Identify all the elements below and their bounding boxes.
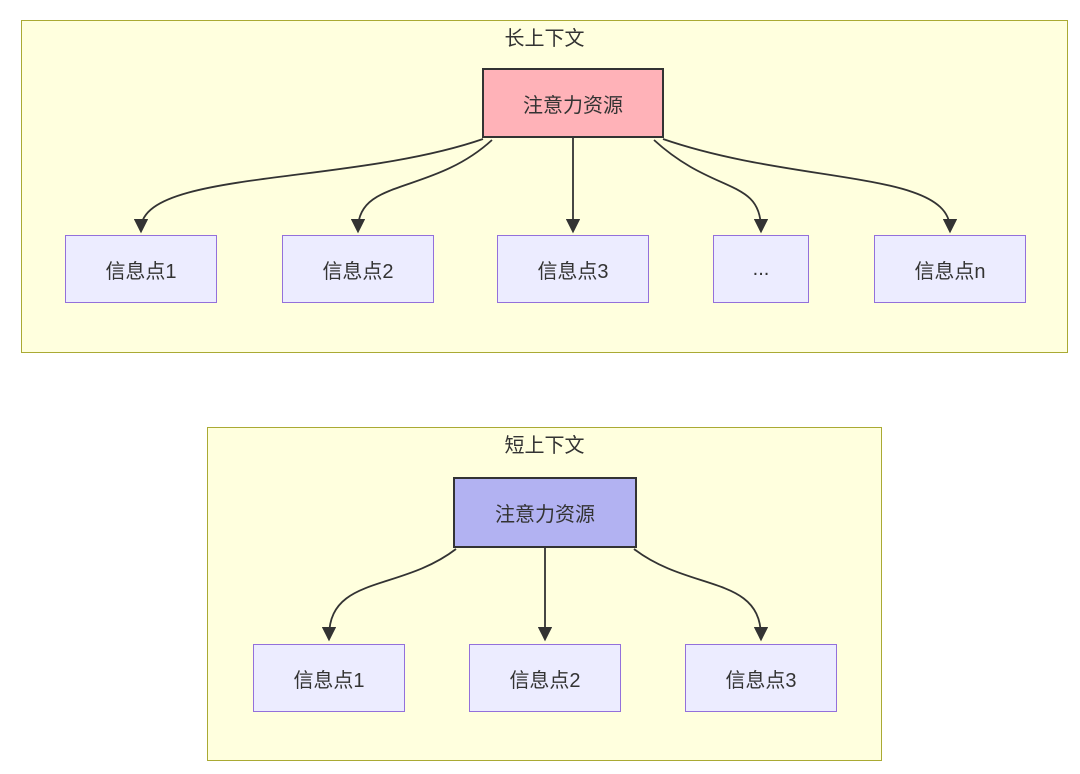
node-info-point-2-short: 信息点2	[469, 644, 621, 712]
node-info-point-ellipsis-long: ...	[713, 235, 809, 303]
node-info-point-1-short: 信息点1	[253, 644, 405, 712]
node-attention-resource-short: 注意力资源	[453, 477, 637, 548]
node-info-point-n-long: 信息点n	[874, 235, 1026, 303]
node-info-point-3-short: 信息点3	[685, 644, 837, 712]
panel-short-context-title: 短上下文	[504, 435, 585, 457]
panel-long-context-title: 长上下文	[504, 28, 585, 50]
node-info-point-2-long: 信息点2	[282, 235, 434, 303]
node-attention-resource-long: 注意力资源	[482, 68, 664, 138]
node-info-point-1-long: 信息点1	[65, 235, 217, 303]
node-info-point-3-long: 信息点3	[497, 235, 649, 303]
